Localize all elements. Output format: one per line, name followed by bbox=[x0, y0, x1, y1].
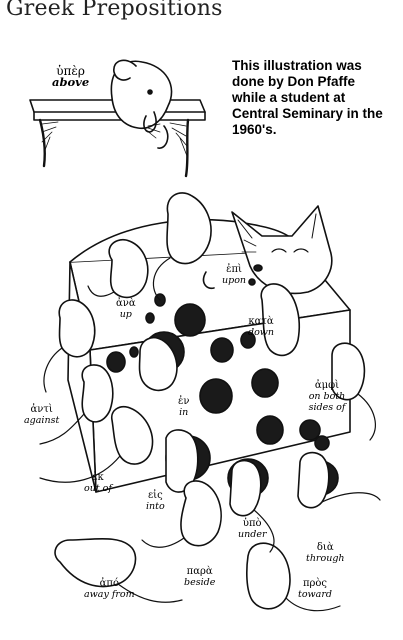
greek-word: ἀπό bbox=[99, 578, 119, 589]
greek-word: ἀμφὶ bbox=[314, 380, 340, 391]
label-under: ὑπὸ under bbox=[238, 518, 266, 540]
greek-word: ἐν bbox=[178, 396, 190, 407]
english-word: upon bbox=[222, 275, 247, 286]
english-word: up bbox=[119, 309, 132, 320]
english-word: out of bbox=[84, 483, 112, 494]
mouse-tails bbox=[39, 257, 381, 612]
label-above: ὑπὲρ above bbox=[52, 64, 90, 89]
greek-word: διὰ bbox=[316, 542, 334, 553]
greek-word: ἐκ bbox=[92, 472, 104, 483]
mouse-above bbox=[110, 59, 173, 149]
greek-word: ἀντὶ bbox=[30, 404, 53, 415]
english-word: toward bbox=[298, 589, 332, 600]
label-against: ἀντὶ against bbox=[24, 404, 59, 426]
english-word: into bbox=[146, 501, 165, 512]
label-through: διὰ through bbox=[306, 542, 345, 564]
illustration-note: This illustration was done by Don Pfaffe… bbox=[232, 58, 383, 137]
greek-word: παρὰ bbox=[186, 566, 213, 577]
english-word: on both sides of bbox=[308, 391, 346, 413]
mice bbox=[54, 192, 366, 610]
english-word: beside bbox=[184, 577, 216, 588]
label-out-of: ἐκ out of bbox=[84, 472, 112, 494]
english-word: away from bbox=[84, 589, 135, 600]
greek-word: ἐπὶ bbox=[226, 264, 242, 275]
english-word: in bbox=[179, 407, 189, 418]
label-down: κατὰ down bbox=[248, 316, 274, 338]
label-upon: ἐπὶ upon bbox=[222, 264, 246, 286]
label-in: ἐν in bbox=[178, 396, 189, 418]
english-word: under bbox=[238, 529, 267, 540]
greek-word: ἀνὰ bbox=[116, 298, 136, 309]
label-on-both-sides-of: ἀμφὶ on both sides of bbox=[296, 380, 358, 413]
label-beside: παρὰ beside bbox=[184, 566, 215, 588]
label-toward: πρὸς toward bbox=[298, 578, 332, 600]
greek-word: εἰς bbox=[148, 490, 163, 501]
label-into: εἰς into bbox=[146, 490, 165, 512]
page-title: Greek Prepositions bbox=[6, 0, 223, 21]
english-word: down bbox=[248, 327, 275, 338]
english-word: against bbox=[24, 415, 60, 426]
greek-word: ὑπὲρ bbox=[56, 64, 85, 78]
greek-word: κατὰ bbox=[248, 316, 274, 327]
greek-word: ὑπὸ bbox=[242, 518, 262, 529]
label-away-from: ἀπό away from bbox=[84, 578, 135, 600]
label-up: ἀνὰ up bbox=[116, 298, 136, 320]
english-word: through bbox=[306, 553, 345, 564]
english-word: above bbox=[52, 75, 90, 89]
greek-word: πρὸς bbox=[302, 578, 328, 589]
